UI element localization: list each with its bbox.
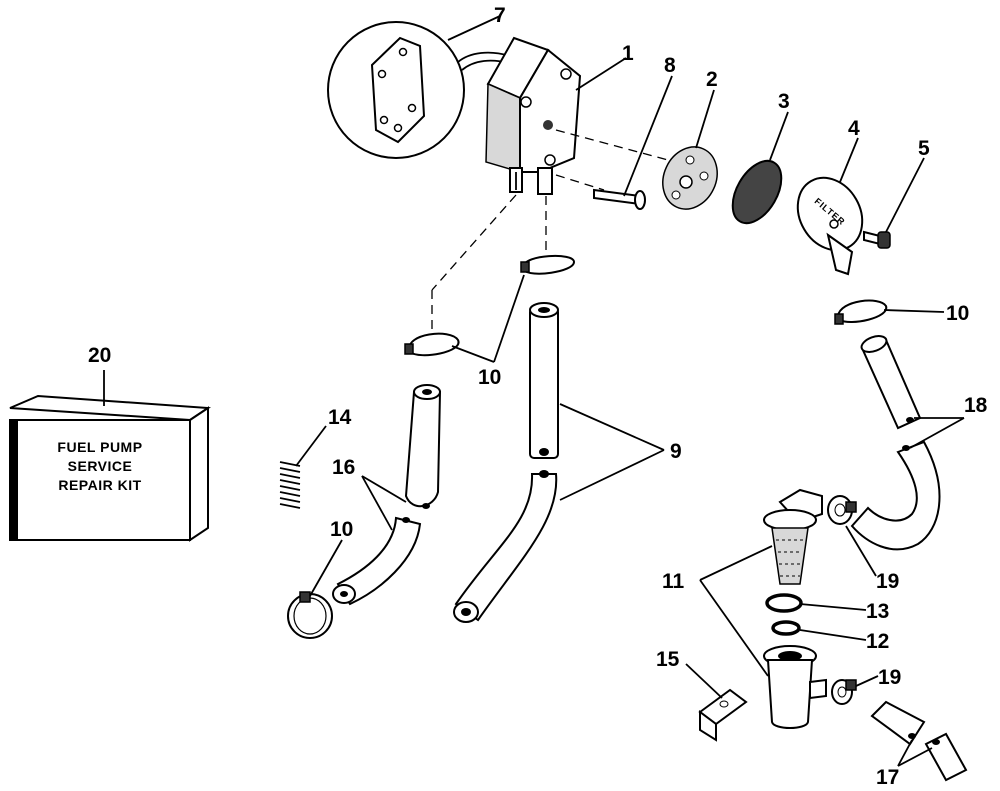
callout-14: 14 <box>328 406 352 429</box>
callout-10-right: 10 <box>946 302 969 325</box>
callout-2: 2 <box>706 68 718 91</box>
callout-8: 8 <box>664 54 676 77</box>
plate-2 <box>662 146 718 210</box>
o-ring-13 <box>765 593 803 613</box>
o-ring-12 <box>771 620 801 636</box>
callout-1: 1 <box>622 42 634 65</box>
callout-20: 20 <box>88 344 111 367</box>
gasket-detail-circle <box>327 21 513 159</box>
callout-9: 9 <box>670 440 682 463</box>
callout-17: 17 <box>876 766 899 786</box>
fuel-pump-body <box>485 36 582 195</box>
screw-5 <box>863 230 891 249</box>
hose-18-top <box>860 335 922 430</box>
callout-4: 4 <box>848 117 860 140</box>
repair-kit-box: FUEL PUMP SERVICE REPAIR KIT <box>9 394 211 542</box>
callout-12: 12 <box>866 630 889 653</box>
clamp-10-top <box>520 254 576 275</box>
hose-9-curved <box>453 470 558 623</box>
callout-10-middle: 10 <box>478 366 501 389</box>
kit-label-line2: SERVICE <box>68 458 133 474</box>
hose-18-bottom <box>850 440 941 551</box>
filter-cover-4: FILTER <box>796 176 864 276</box>
hose-9-straight <box>529 302 559 459</box>
callout-19-top: 19 <box>876 570 899 593</box>
hose-17-a <box>870 700 926 746</box>
callout-13: 13 <box>866 600 889 623</box>
callout-18: 18 <box>964 394 988 417</box>
clamp-10-middle <box>404 332 460 357</box>
kit-label-line3: REPAIR KIT <box>58 477 141 493</box>
callout-19-bottom: 19 <box>878 666 901 689</box>
clamp-10-right <box>834 299 888 325</box>
bracket-15 <box>698 688 748 742</box>
callout-11: 11 <box>662 570 685 593</box>
callout-7: 7 <box>494 4 506 27</box>
screw-8 <box>593 188 646 210</box>
callout-16: 16 <box>332 456 355 479</box>
filter-bowl-bottom <box>763 645 827 729</box>
kit-label-line1: FUEL PUMP <box>57 439 142 455</box>
clip-19-top <box>827 495 857 525</box>
clamp-10-left <box>287 591 333 639</box>
callout-10-left: 10 <box>330 518 353 541</box>
hose-16-bottom <box>332 516 422 606</box>
callout-3: 3 <box>778 90 790 113</box>
hose-17-b <box>924 732 968 782</box>
callout-5: 5 <box>918 137 930 160</box>
spring-14 <box>279 460 301 510</box>
filter-bowl-top <box>763 488 823 585</box>
callout-15: 15 <box>656 648 680 671</box>
filter-screen-3 <box>731 159 783 225</box>
clip-19-bottom <box>831 679 857 705</box>
hose-16-top <box>404 384 442 509</box>
